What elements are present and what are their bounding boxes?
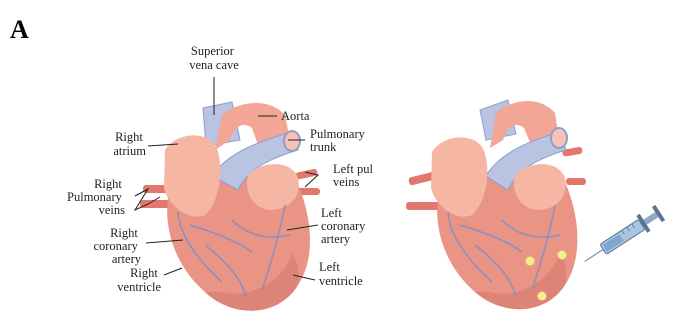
label-right-coronary-artery: Right coronary artery [93,226,141,266]
label-pulmonary-trunk: Pulmonary trunk [310,127,368,154]
label-left-coronary-artery: Left coronary artery [321,206,369,246]
labelled-heart [140,102,320,311]
syringe-icon [579,204,665,270]
label-left-ventricle: Left ventricle [319,260,363,288]
injected-heart [406,100,586,309]
label-right-pulmonary-veins: Right Pulmonary veins [67,177,125,217]
label-superior-vena-cave: Superior vena cave [189,44,239,72]
panel-letter: A [10,15,29,44]
label-right-ventricle: Right ventricle [117,266,161,294]
label-right-atrium: Right atrium [113,130,146,158]
label-aorta: Aorta [281,109,310,123]
label-left-pulmonary-veins: Left pul veins [333,162,376,189]
